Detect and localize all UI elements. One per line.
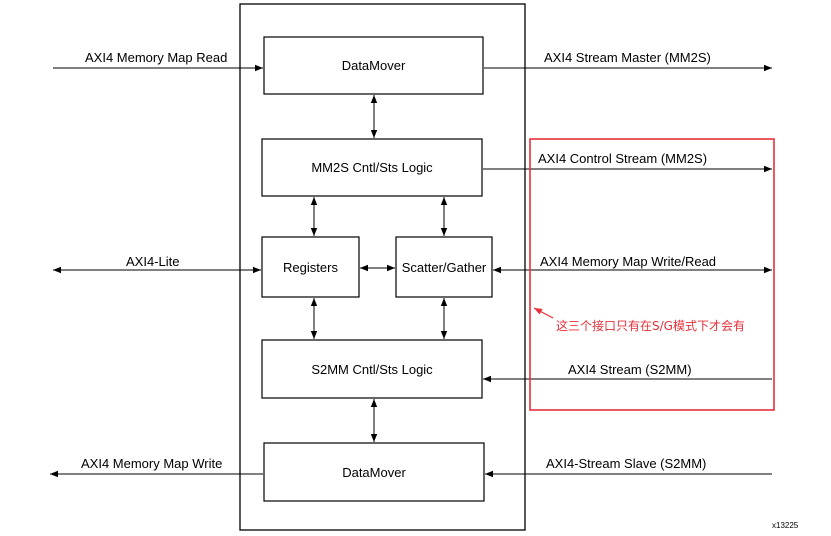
scatter-gather-block — [395, 236, 493, 298]
figure-id: x13225 — [772, 521, 799, 530]
stream-master-label: AXI4 Stream Master (MM2S) — [544, 50, 711, 65]
mm-write-label: AXI4 Memory Map Write — [81, 456, 222, 471]
axi-lite-label: AXI4-Lite — [126, 254, 179, 269]
mm-write-read-label: AXI4 Memory Map Write/Read — [540, 254, 716, 269]
datamover-bottom-block — [263, 442, 485, 502]
s2mm-logic-block — [261, 339, 483, 399]
scatter-gather-label: Scatter/Gather — [402, 260, 487, 275]
s2mm-logic-label: S2MM Cntl/Sts Logic — [311, 362, 433, 377]
datamover-bottom-label: DataMover — [342, 465, 406, 480]
datamover-top-block — [263, 36, 484, 95]
registers-block — [261, 236, 360, 298]
mm2s-logic-label: MM2S Cntl/Sts Logic — [311, 160, 433, 175]
stream-s2mm-label: AXI4 Stream (S2MM) — [568, 362, 692, 377]
stream-slave-label: AXI4-Stream Slave (S2MM) — [546, 456, 706, 471]
mm-read-label: AXI4 Memory Map Read — [85, 50, 227, 65]
registers-label: Registers — [283, 260, 338, 275]
sg-only-highlight-box — [529, 138, 775, 411]
datamover-top-label: DataMover — [342, 58, 406, 73]
control-stream-label: AXI4 Control Stream (MM2S) — [538, 151, 707, 166]
annotation-arrow — [533, 307, 554, 319]
mm2s-logic-block — [261, 138, 483, 197]
annotation-text: 这三个接口只有在S/G模式下才会有 — [556, 318, 745, 333]
